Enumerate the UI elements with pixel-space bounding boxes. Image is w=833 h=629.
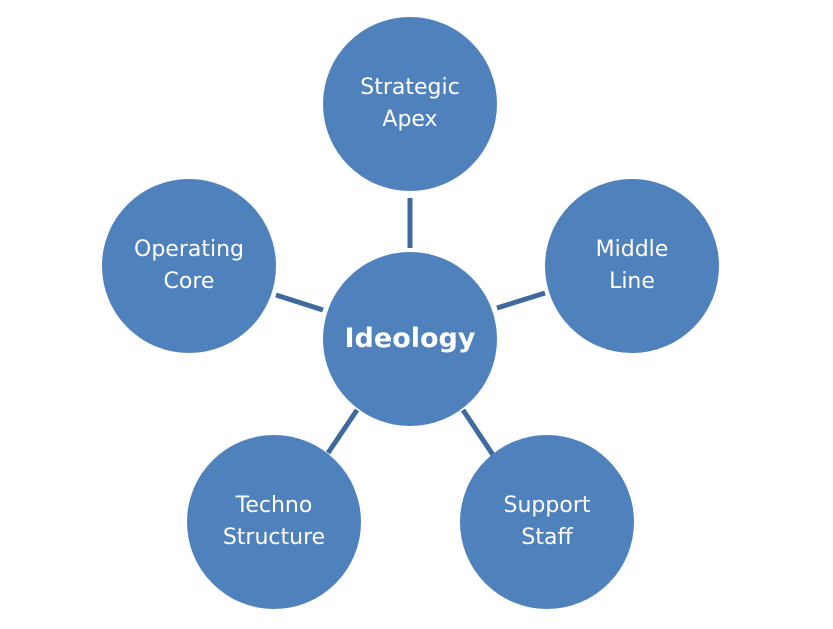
connector-support-staff (460, 408, 496, 457)
node-label-line2: Line (609, 269, 655, 294)
node-label-line2: Staff (521, 525, 573, 550)
node-label: Ideology (344, 323, 476, 354)
connector-operating-core (275, 292, 324, 313)
node-label-line1: Strategic (360, 75, 460, 100)
node-label-line1: Support (503, 493, 591, 518)
node-ideology: Ideology (323, 252, 497, 426)
node-label-line2: Structure (222, 525, 326, 550)
node-label-line1: Techno (235, 493, 313, 518)
node-label-line2: Apex (382, 107, 438, 132)
connector-middle-line (496, 290, 546, 311)
node-label-line1: Middle (595, 237, 669, 262)
node-label-line1: Operating (134, 237, 244, 262)
connector-techno-structure (325, 408, 360, 455)
node-label-line2: Core (163, 269, 215, 294)
